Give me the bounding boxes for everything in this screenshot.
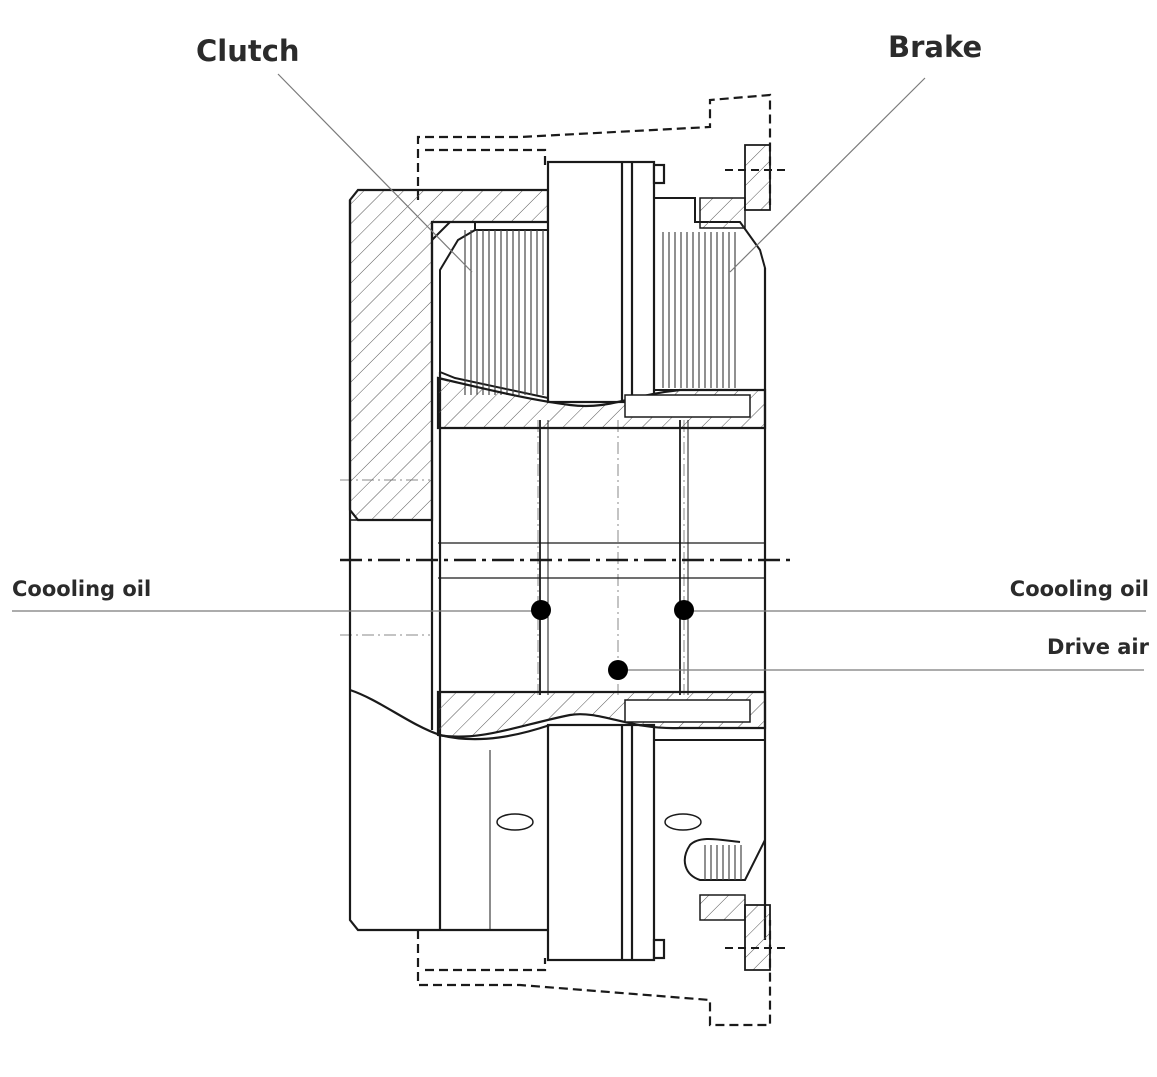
brake-disc-pack <box>653 144 790 391</box>
housing-outline-bottom <box>416 920 772 1027</box>
marker-cooling-oil-left <box>531 600 551 620</box>
hub-section-upper <box>436 376 767 430</box>
lower-brake-pack <box>654 739 790 971</box>
inner-drum <box>430 222 491 930</box>
leader-lines <box>12 73 1146 671</box>
housing-outline-top <box>416 93 772 205</box>
leader-clutch <box>277 73 473 273</box>
leader-brake <box>729 77 926 273</box>
label-brake: Brake <box>888 30 983 64</box>
shaft-bore <box>438 268 767 940</box>
clutch-disc-pack <box>431 221 549 400</box>
hub-section-lower <box>349 688 767 741</box>
port-left <box>496 813 534 831</box>
port-right <box>664 813 702 831</box>
label-cooling-oil-right: Coooling oil <box>1009 577 1149 601</box>
label-cooling-oil-left: Coooling oil <box>12 577 152 601</box>
label-clutch: Clutch <box>196 34 300 68</box>
label-drive-air: Drive air <box>1047 635 1149 659</box>
marker-drive-air <box>608 660 628 680</box>
marker-cooling-oil-right <box>674 600 694 620</box>
central-flange <box>546 160 666 962</box>
